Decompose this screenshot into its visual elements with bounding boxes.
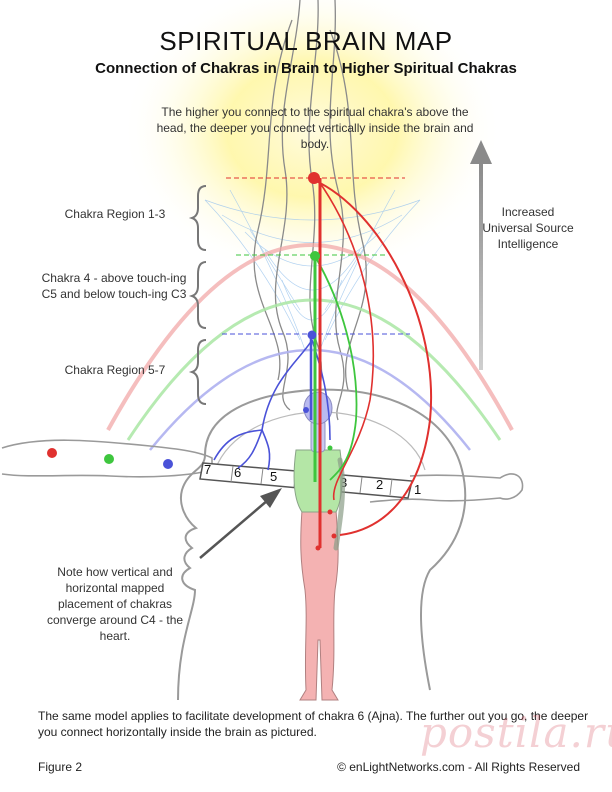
light-glow — [122, 0, 502, 280]
green-chakra-node — [310, 251, 320, 261]
body-dot-2 — [331, 533, 337, 539]
brace-chakra-4 — [188, 261, 207, 329]
figure-label: Figure 2 — [38, 760, 83, 774]
brace-region-1-3 — [188, 185, 207, 251]
chakra-number-1: 1 — [414, 482, 421, 497]
bottom-text: The same model applies to facilitate dev… — [38, 709, 589, 739]
body-dot-1 — [315, 545, 321, 551]
horizontal-figure-right — [369, 473, 524, 503]
note-arrow-line — [199, 499, 269, 559]
side-note: Increased Universal Source Intelligence — [482, 205, 574, 251]
page-title: SPIRITUAL BRAIN MAP — [159, 26, 453, 56]
head-profile — [177, 388, 467, 701]
blue-chakra-node — [307, 330, 317, 340]
top-note: The higher you connect to the spiritual … — [156, 105, 474, 151]
green-arc — [126, 298, 502, 441]
throat-dot — [327, 445, 333, 451]
red-chakra-node — [308, 172, 320, 184]
note-arrow-head — [260, 488, 282, 508]
chakra-number-6: 6 — [234, 465, 241, 480]
up-arrow — [470, 140, 492, 370]
red-loop-inner — [317, 179, 375, 501]
chakra-number-2: 2 — [376, 477, 383, 492]
red-arc — [106, 243, 514, 431]
chakra-number-5: 5 — [270, 469, 277, 484]
left-red-dot — [47, 448, 57, 458]
standing-figure — [293, 391, 346, 701]
body-dot-3 — [327, 509, 333, 515]
copyright: © enLightNetworks.com - All Rights Reser… — [337, 760, 580, 774]
green-loop — [315, 257, 358, 481]
blue-neural-paths — [213, 339, 331, 471]
label-region-5-7: Chakra Region 5-7 — [64, 363, 166, 377]
left-note: Note how vertical and horizontal mapped … — [46, 565, 184, 643]
head-dot — [303, 407, 309, 413]
chakra-number-7: 7 — [204, 462, 211, 477]
watermark: postila.ru — [420, 708, 612, 757]
label-chakra-4: Chakra 4 - above touch-ing C5 and below … — [41, 271, 187, 301]
label-region-1-3: Chakra Region 1-3 — [64, 207, 166, 221]
page-subtitle: Connection of Chakras in Brain to Higher… — [95, 60, 517, 77]
left-green-dot — [104, 454, 114, 464]
left-blue-dot — [163, 459, 173, 469]
red-loop — [313, 179, 433, 536]
brace-region-5-7 — [188, 339, 207, 405]
